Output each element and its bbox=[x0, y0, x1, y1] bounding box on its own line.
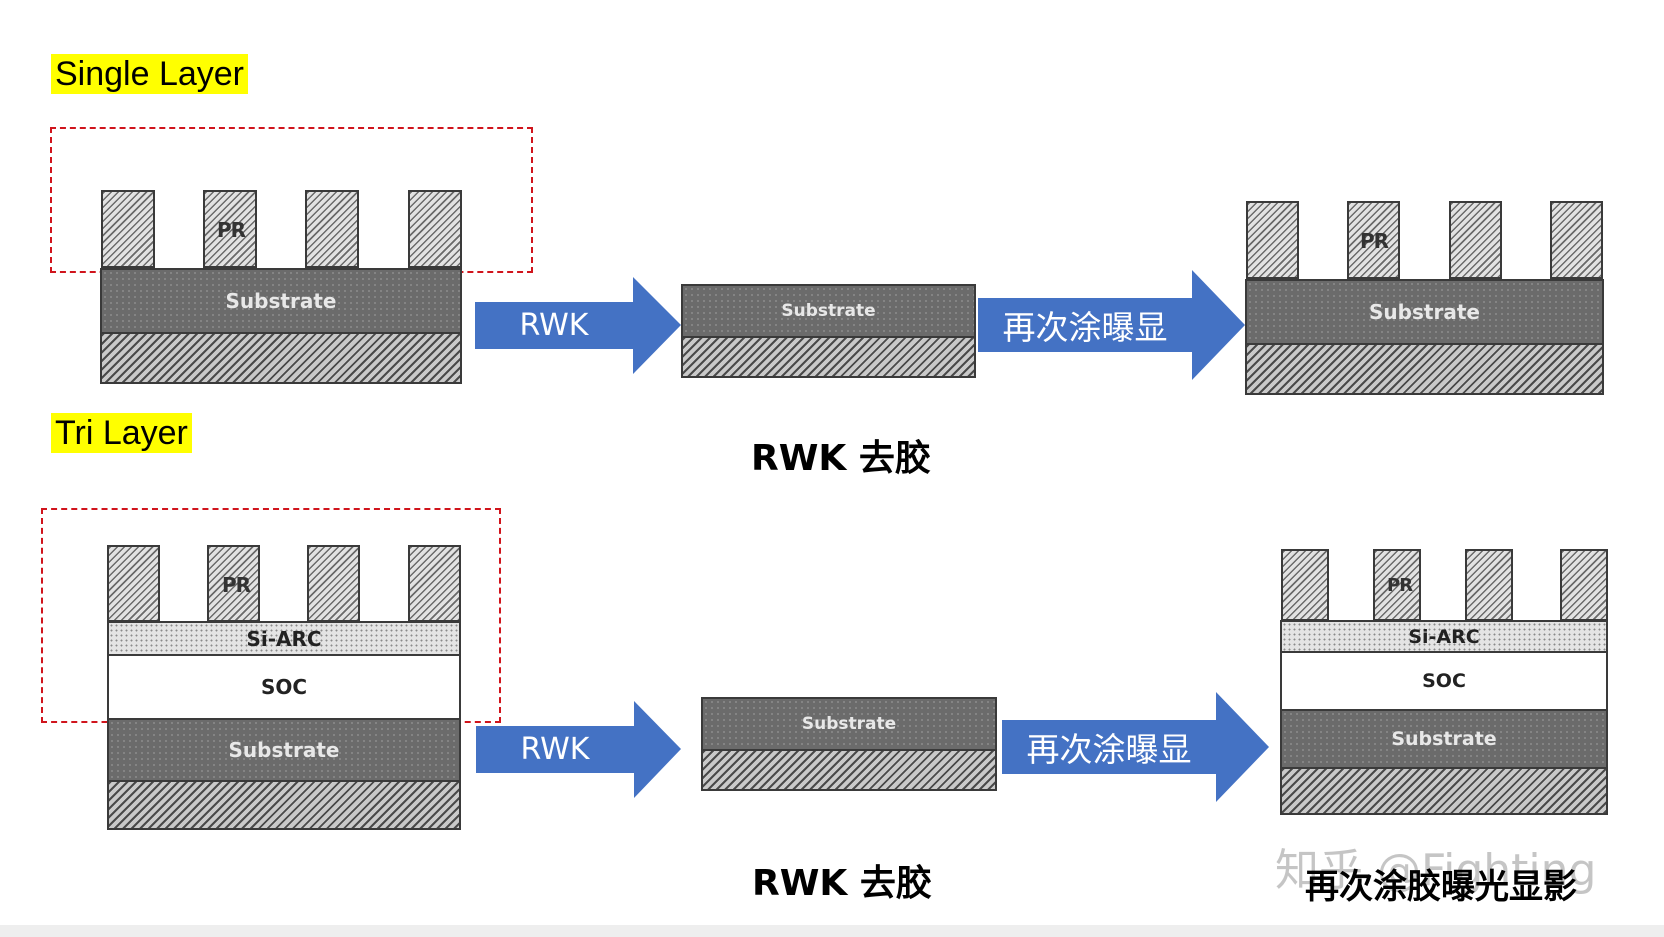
pr-line bbox=[1560, 549, 1608, 621]
pr-line bbox=[203, 190, 257, 268]
soc-layer: SOC bbox=[107, 654, 461, 720]
right-arrow-icon bbox=[978, 270, 1245, 380]
watermark: 知乎 @Fighting bbox=[1275, 845, 1597, 896]
arrow-recoat-label: 再次涂曝显 bbox=[1026, 730, 1192, 769]
pr-line bbox=[408, 190, 462, 268]
pr-line bbox=[101, 190, 155, 268]
substrate-layer: Substrate bbox=[681, 284, 976, 338]
pr-line bbox=[307, 545, 360, 622]
pr-line bbox=[107, 545, 160, 622]
pr-line bbox=[1246, 201, 1299, 279]
substrate-layer: Substrate bbox=[1280, 709, 1608, 769]
substrate-base bbox=[100, 332, 462, 384]
pr-line bbox=[1465, 549, 1513, 621]
pr-label: PR bbox=[217, 218, 246, 242]
substrate-layer: Substrate bbox=[100, 268, 462, 334]
pr-label: PR bbox=[1387, 575, 1413, 596]
right-arrow-icon bbox=[1002, 692, 1269, 802]
single-layer-label: Single Layer bbox=[51, 54, 249, 94]
substrate-layer: Substrate bbox=[107, 718, 461, 782]
arrow-recoat-label: 再次涂曝显 bbox=[1002, 308, 1168, 347]
pr-line bbox=[1449, 201, 1502, 279]
pr-line bbox=[1281, 549, 1329, 621]
substrate-base bbox=[701, 749, 997, 791]
substrate-base bbox=[107, 780, 461, 830]
pr-line bbox=[1347, 201, 1400, 279]
pr-line bbox=[408, 545, 461, 622]
caption-rwk-strip: RWK 去胶 bbox=[751, 438, 931, 479]
bottom-bar bbox=[0, 925, 1664, 937]
pr-label: PR bbox=[222, 573, 251, 597]
substrate-base bbox=[681, 336, 976, 378]
pr-line bbox=[305, 190, 359, 268]
soc-layer: SOC bbox=[1280, 651, 1608, 711]
substrate-base bbox=[1280, 767, 1608, 815]
pr-line bbox=[1373, 549, 1421, 621]
substrate-layer: Substrate bbox=[1245, 279, 1604, 345]
caption-recoat-full: 再次涂胶曝光显影 bbox=[1305, 867, 1577, 907]
si-arc-layer: Si-ARC bbox=[1280, 620, 1608, 653]
right-arrow-icon bbox=[475, 277, 681, 374]
substrate-layer: Substrate bbox=[701, 697, 997, 751]
arrow-rwk-label: RWK bbox=[519, 308, 589, 343]
tri-layer-label: Tri Layer bbox=[51, 413, 192, 453]
substrate-base bbox=[1245, 343, 1604, 395]
caption-rwk-strip: RWK 去胶 bbox=[752, 863, 932, 904]
right-arrow-icon bbox=[476, 701, 681, 798]
pr-label: PR bbox=[1360, 229, 1389, 253]
arrow-rwk-label: RWK bbox=[520, 732, 590, 767]
pr-line bbox=[1550, 201, 1603, 279]
si-arc-layer: Si-ARC bbox=[107, 621, 461, 656]
